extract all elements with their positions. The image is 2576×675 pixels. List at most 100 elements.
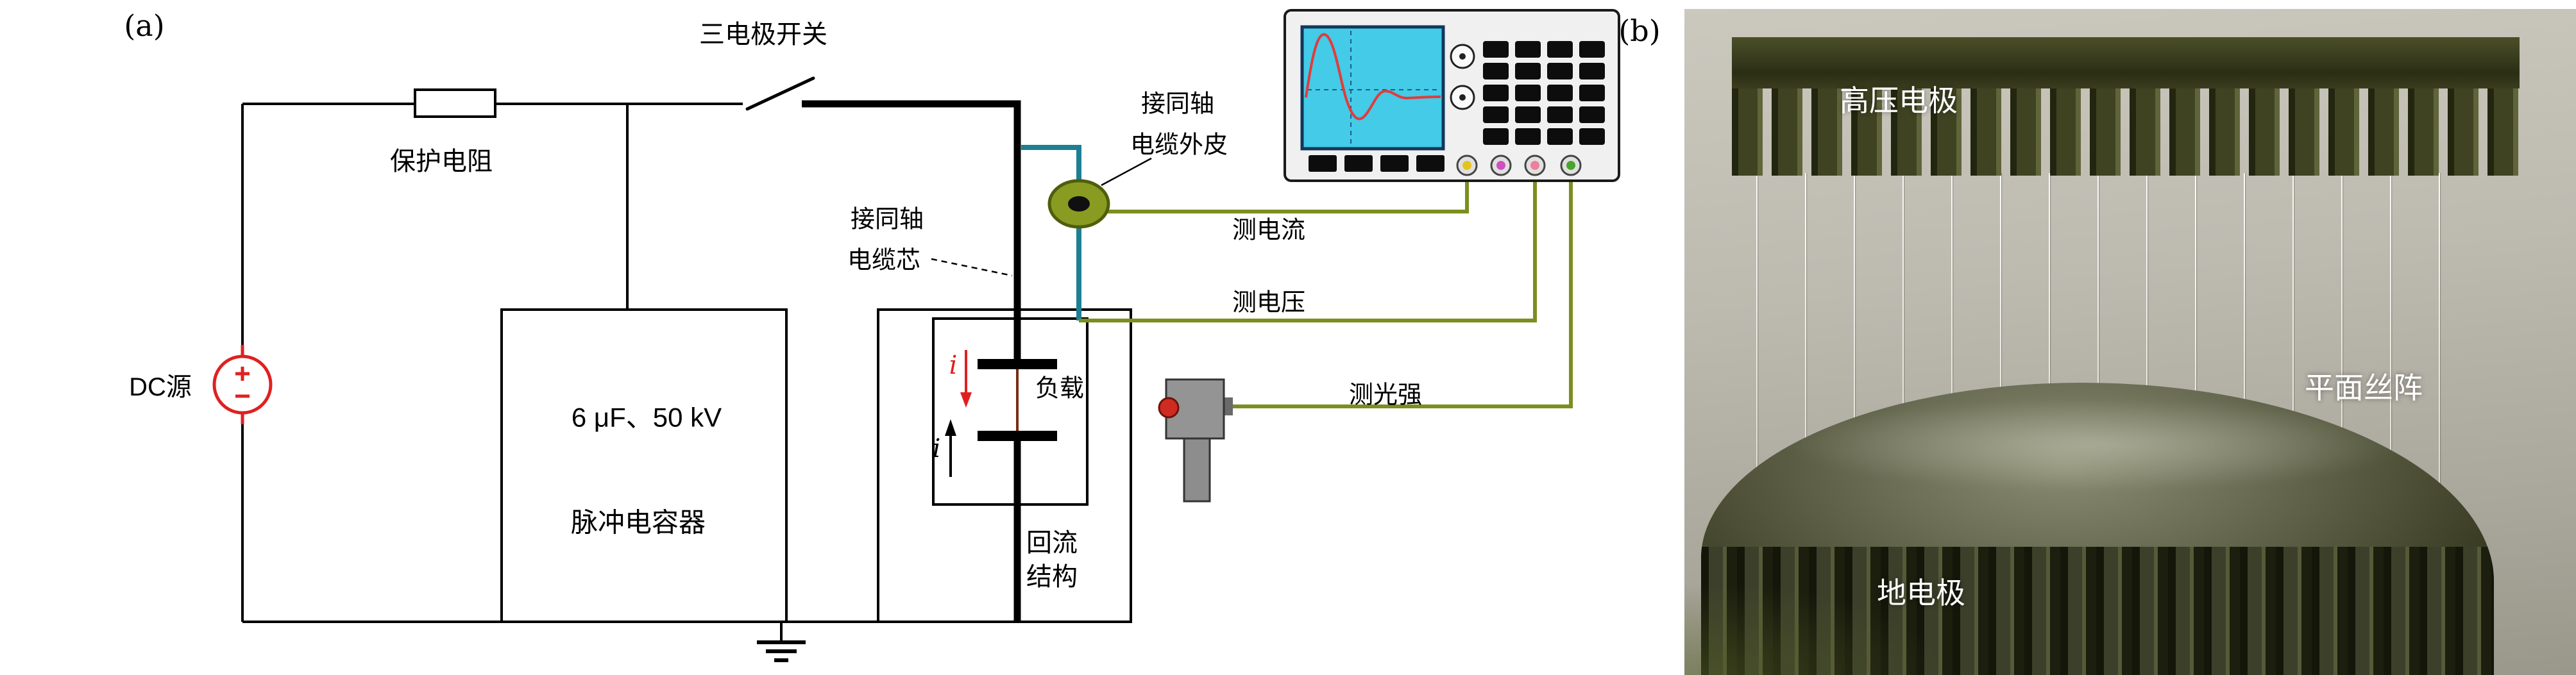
return-structure-label-line1: 回流 (1026, 529, 1078, 557)
scope-button (1579, 106, 1605, 123)
scope-button (1579, 128, 1605, 145)
coax-core-label-line1: 接同轴 (850, 206, 924, 233)
scope-button (1483, 106, 1509, 123)
coax-sheath-label-line1: 接同轴 (1140, 90, 1215, 118)
scope-button-grid (1483, 41, 1605, 145)
ground-symbol-icon (757, 622, 806, 662)
scope-button (1579, 41, 1605, 58)
photodetector-aperture (1158, 397, 1180, 419)
load-label: 负载 (1035, 375, 1085, 403)
bnc-connector-center (1496, 161, 1505, 170)
scope-button (1547, 85, 1573, 101)
switch-label: 三电极开关 (699, 21, 827, 49)
measure-voltage-line (1079, 169, 1537, 322)
coax-sheath-leader (1101, 157, 1152, 187)
load-top-plate (978, 359, 1057, 369)
tungsten-wire (1805, 173, 1806, 486)
scope-button (1515, 106, 1541, 123)
waveform-trace (1305, 33, 1441, 121)
capacitor-name-label: 脉冲电容器 (570, 507, 706, 538)
scope-button (1547, 63, 1573, 79)
load-chamber-box (932, 317, 1089, 506)
scope-button (1483, 128, 1509, 145)
tungsten-wire (2244, 173, 2245, 486)
pulse-capacitor-box (500, 308, 788, 623)
measure-voltage-label: 测电压 (1232, 289, 1306, 317)
tungsten-wire (2097, 173, 2099, 486)
load-current-arrowhead (960, 392, 972, 408)
tungsten-wire (2049, 173, 2050, 486)
protection-resistor-label: 保护电阻 (390, 147, 493, 176)
measure-light-line (1226, 169, 1573, 408)
switch-lever (745, 76, 815, 111)
scope-button (1515, 85, 1541, 101)
tungsten-wire (1951, 173, 1953, 486)
scope-button (1515, 63, 1541, 79)
hv-electrode (1732, 37, 2520, 176)
scope-knob-dot (1459, 94, 1466, 101)
tungsten-wire (2390, 173, 2391, 486)
bnc-connector-center (1462, 161, 1471, 170)
scope-menu-button (1380, 155, 1409, 172)
coax-sheath-line (1021, 145, 1081, 321)
experiment-photo (1684, 9, 2576, 675)
bnc-connector-center (1530, 161, 1539, 170)
dc-source (212, 354, 273, 415)
scope-button (1547, 128, 1573, 145)
scope-menu-button (1416, 155, 1445, 172)
scope-knob-dot (1459, 53, 1466, 60)
scope-button (1515, 128, 1541, 145)
ground-electrode (1701, 383, 2494, 675)
measure-light-label: 测光强 (1348, 381, 1423, 409)
tungsten-wire (2439, 173, 2440, 486)
ground-electrode-teeth (1701, 547, 2494, 675)
tungsten-wire (2292, 173, 2294, 486)
tungsten-wire (2341, 173, 2343, 486)
panel-b-label: (b) (1618, 13, 1661, 48)
photodetector-connector (1223, 397, 1233, 415)
protection-resistor (414, 88, 496, 118)
ground-electrode-label: 地电极 (1877, 576, 1965, 610)
coax-core-leader (931, 258, 1013, 277)
oscilloscope-screen (1300, 25, 1445, 151)
return-structure-box (877, 308, 1132, 623)
current-transformer-hole (1068, 196, 1090, 212)
dc-source-label: DC源 (129, 373, 192, 401)
tungsten-wire (1854, 173, 1855, 486)
tungsten-wire (2146, 173, 2148, 486)
scope-menu-buttons (1309, 155, 1445, 172)
capacitor-spec-label: 6 μF、50 kV (571, 402, 722, 433)
measure-current-label: 测电流 (1232, 217, 1306, 244)
scope-input-connectors (1456, 154, 1582, 176)
scope-menu-button (1309, 155, 1337, 172)
scope-button (1515, 41, 1541, 58)
scope-button (1579, 63, 1605, 79)
plus-sign-icon (235, 367, 250, 381)
return-current-symbol: i (932, 434, 941, 463)
panel-a-label: (a) (124, 8, 165, 43)
photodetector-stem (1183, 437, 1211, 503)
bnc-connector-center (1566, 161, 1575, 170)
coax-sheath-label-line2: 电缆外皮 (1130, 131, 1228, 159)
loop-current-arrowhead (945, 419, 956, 436)
measure-current-line (1106, 169, 1469, 213)
return-structure-label-line2: 结构 (1026, 563, 1078, 591)
load-bottom-plate (978, 431, 1057, 441)
hv-electrode-bar (1732, 37, 2520, 88)
scope-button (1547, 41, 1573, 58)
coax-core-label-line2: 电缆芯 (847, 247, 921, 274)
scope-knobs (1450, 44, 1475, 110)
scope-menu-button (1344, 155, 1373, 172)
scope-button (1483, 63, 1509, 79)
ground-electrode-highlight (1780, 397, 2415, 491)
tungsten-wire (1902, 173, 1904, 486)
wire-array-label: 平面丝阵 (2305, 371, 2423, 404)
tungsten-wire (2000, 173, 2001, 486)
scope-button (1579, 85, 1605, 101)
coax-core-thick-line (802, 100, 1021, 363)
tungsten-wire (2195, 173, 2196, 486)
load-current-symbol: i (949, 351, 958, 380)
tungsten-wire (1756, 173, 1758, 486)
